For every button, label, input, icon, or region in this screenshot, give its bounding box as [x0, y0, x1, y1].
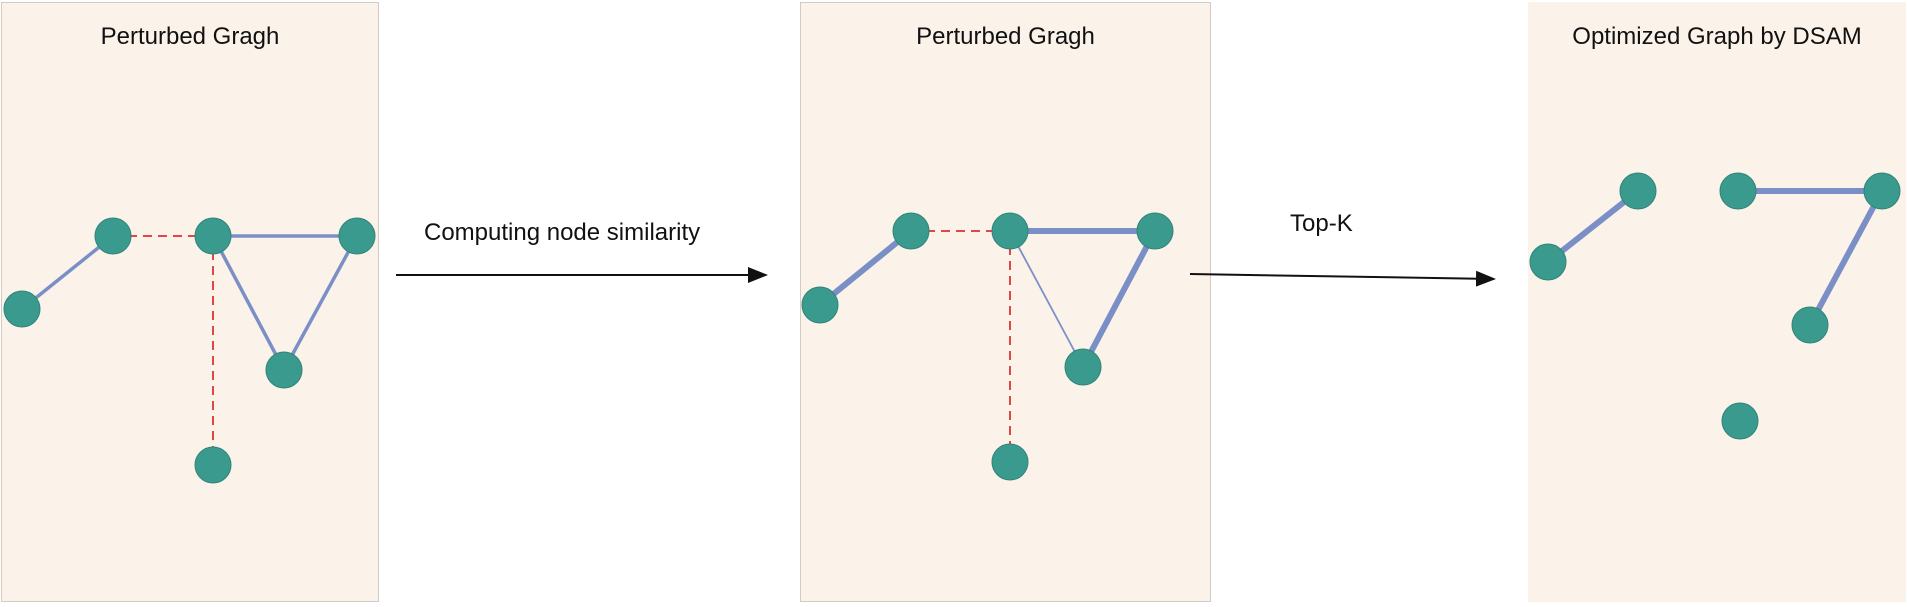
graph-node — [801, 286, 839, 324]
panel-title: Perturbed Gragh — [916, 23, 1095, 50]
edge — [817, 228, 914, 308]
graph-node — [991, 212, 1029, 250]
graph-node — [1791, 306, 1829, 344]
graph-node — [194, 446, 232, 484]
panel-title: Optimized Graph by DSAM — [1572, 23, 1862, 50]
step-arrow-topk — [1189, 270, 1496, 287]
edge — [1009, 230, 1084, 368]
edge — [1807, 188, 1885, 328]
graph-node — [1863, 172, 1901, 210]
panel-title: Perturbed Gragh — [100, 23, 280, 50]
graph-node — [892, 212, 930, 250]
graph-node — [3, 290, 41, 328]
graph-node — [991, 443, 1029, 481]
graph-3 — [1529, 172, 1901, 440]
panel-perturbed-graph-2: Perturbed Gragh — [800, 2, 1211, 602]
graph-node — [1064, 348, 1102, 386]
edge — [1545, 188, 1641, 265]
graph-node — [265, 351, 303, 389]
graph-node — [194, 217, 232, 255]
graph-node — [1529, 243, 1567, 281]
graph-2 — [801, 212, 1174, 481]
graph-node — [1136, 212, 1174, 250]
graph-node — [338, 217, 376, 255]
edge — [1080, 228, 1158, 370]
edge — [211, 234, 286, 372]
graph-node — [1619, 172, 1657, 210]
step-label-similarity: Computing node similarity — [424, 219, 701, 246]
edge — [20, 234, 115, 311]
graph-node — [94, 217, 132, 255]
panel-optimized-graph: Optimized Graph by DSAM — [1528, 2, 1906, 602]
graph-1 — [3, 217, 376, 484]
step-label-topk: Top-K — [1290, 210, 1353, 237]
graph-node — [1721, 402, 1759, 440]
edge — [282, 234, 359, 372]
panel-perturbed-graph-1: Perturbed Gragh — [1, 2, 379, 602]
graph-node — [1719, 172, 1757, 210]
